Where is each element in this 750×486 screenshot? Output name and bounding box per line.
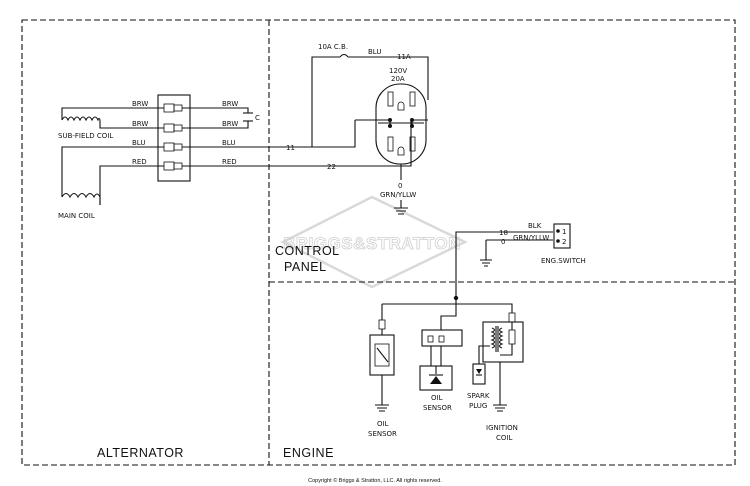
main-coil-label: MAIN COIL [58,212,95,220]
watermark-logo: BRIGGS&STRATTON [280,195,468,289]
breaker-wire-label: BLU [368,48,381,56]
sub-field-coil-label: SUB-FIELD COIL [58,132,113,140]
terminal-plug [163,103,183,113]
wire-label-red-out: RED [222,158,237,166]
receptacle-ground-number: 0 [398,182,402,190]
switch-pin-2: 2 [562,238,566,246]
receptacle-ground-wire: GRN/YLLW [380,191,416,199]
engine-switch-icon [553,223,571,249]
oil-sensor-mid-label-2: SENSOR [423,404,452,412]
engine-switch-wiring [455,231,553,298]
wire-number-11: 11 [286,144,295,152]
spark-plug-icon [472,345,490,385]
terminal-plug [163,161,183,171]
receptacle-amps-label: 20A [391,75,405,83]
oil-sensor-module-icon [419,329,463,391]
ignition-coil-label-2: COIL [496,434,512,442]
oil-sensor-left-label-1: OIL [377,420,389,428]
engine-wiring [381,298,513,330]
control-panel-label-line2: PANEL [284,260,327,274]
spark-plug-label-1: SPARK [467,392,490,400]
breaker-label: 10A C.B. [318,43,348,51]
copyright-notice: Copyright © Briggs & Stratton, LLC. All … [308,477,442,484]
breaker-wire-number: 11A [397,53,411,61]
switch-wire-grn-yllw: GRN/YLLW [513,234,549,242]
ground-icon [394,200,408,215]
circuit-breaker-10a [311,53,429,147]
capacitor-label: C [255,114,260,122]
ignition-coil-icon [482,312,524,412]
alternator-connector-block [157,94,191,182]
switch-wire-blk: BLK [528,222,542,230]
watermark-text: BRIGGS&STRATTON [283,234,461,253]
switch-wire-number-0: 0 [501,238,505,246]
switch-wire-number-18: 18 [499,229,508,237]
wire-label-blu-in: BLU [132,139,145,147]
ignition-coil-label-1: IGNITION [486,424,518,432]
section-borders [21,19,736,466]
receptacle-voltage-label: 120V [389,67,407,75]
switch-pin-1: 1 [562,228,566,236]
wire-label-red-in: RED [132,158,147,166]
alternator-section-label: ALTERNATOR [97,446,184,460]
eng-switch-label: ENG.SWITCH [541,257,586,265]
wire-label-blu-out: BLU [222,139,235,147]
oil-sensor-left-icon [369,319,395,412]
wire-label-brw-in-2: BRW [132,120,148,128]
wire-label-brw-in-1: BRW [132,100,148,108]
oil-sensor-mid-label-1: OIL [431,394,443,402]
alternator-output-wires [182,107,412,167]
terminal-plug [163,142,183,152]
spark-plug-label-2: PLUG [469,402,487,410]
wire-label-brw-out-1: BRW [222,100,238,108]
engine-section-label: ENGINE [283,446,334,460]
wire-label-brw-out-2: BRW [222,120,238,128]
oil-sensor-left-label-2: SENSOR [368,430,397,438]
wire-number-22: 22 [327,163,336,171]
terminal-plug [163,123,183,133]
alternator-input-wires [61,107,164,205]
control-panel-label-line1: CONTROL [275,244,340,258]
duplex-receptacle-icon: 120V 20A [355,67,428,180]
